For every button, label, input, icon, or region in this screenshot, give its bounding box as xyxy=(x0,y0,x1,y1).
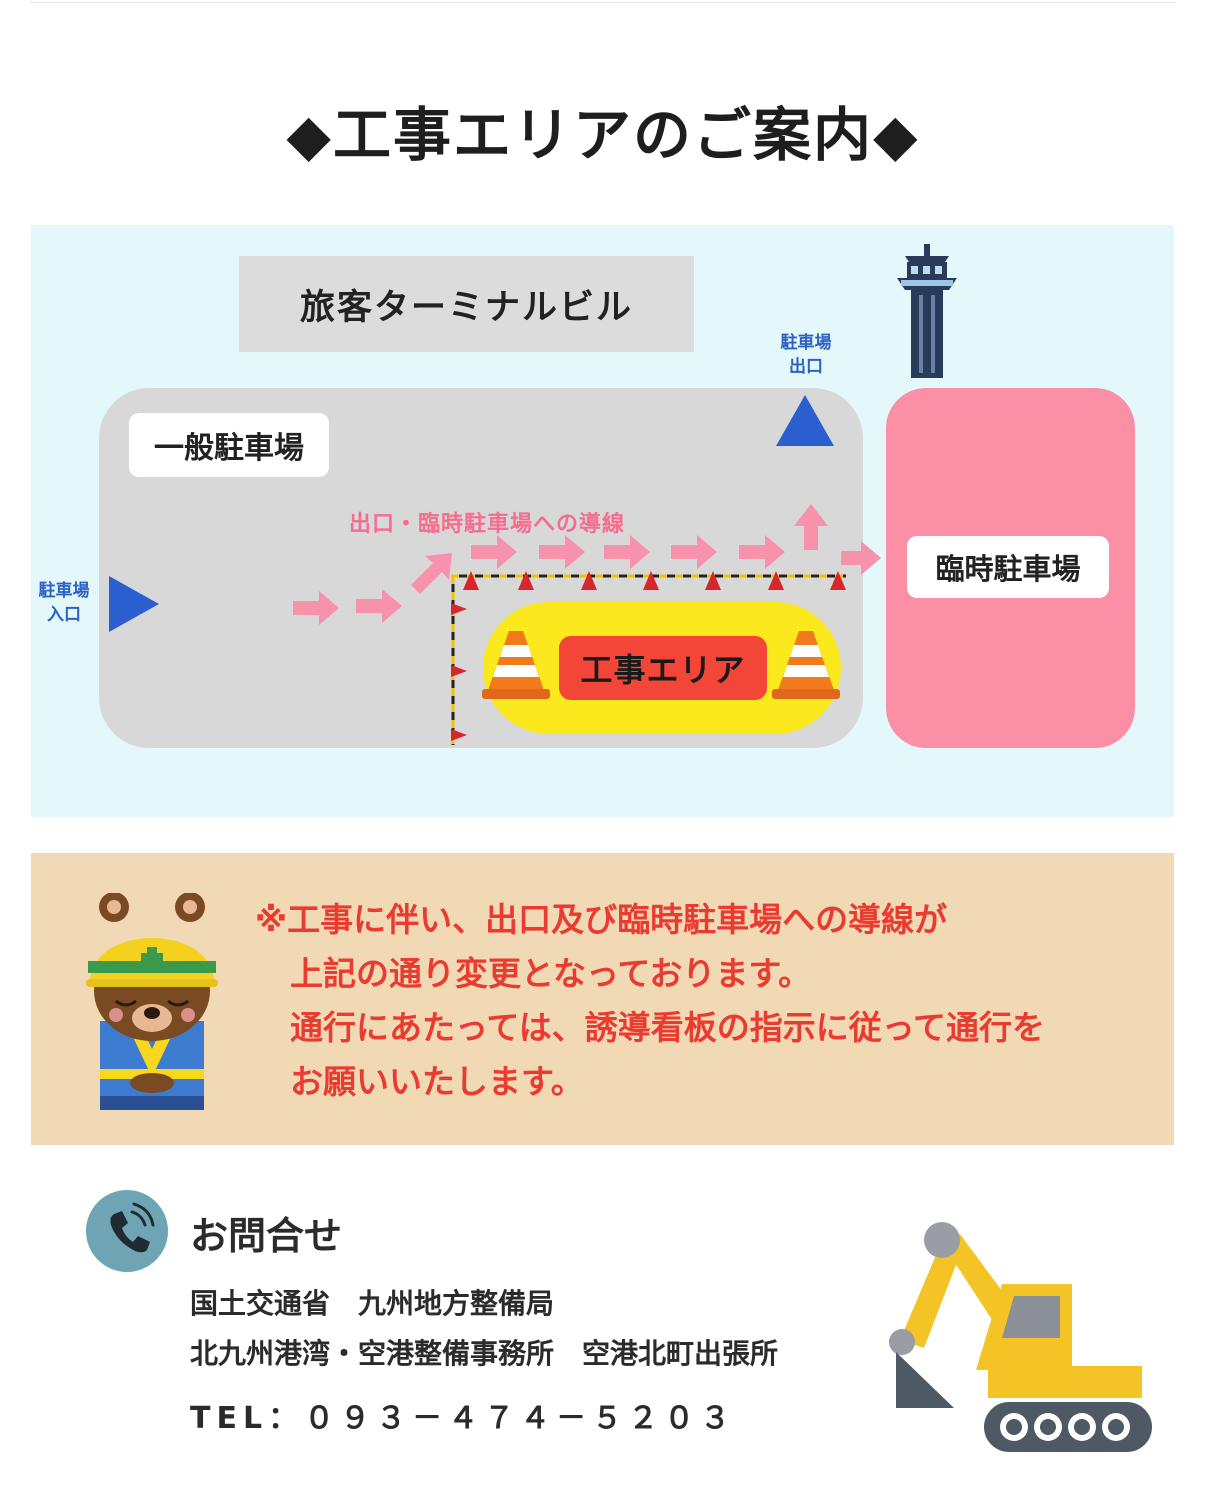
barrier-flags xyxy=(451,571,846,741)
exit-label: 駐車場 出口 xyxy=(775,331,837,379)
entrance-label-line2: 入口 xyxy=(47,605,81,625)
contact-organization: 国土交通省 九州地方整備局 xyxy=(190,1287,555,1320)
triangle-up-icon xyxy=(776,395,834,446)
phone-icon xyxy=(86,1190,168,1272)
temporary-parking-label: 臨時駐車場 xyxy=(907,536,1109,598)
terminal-building-label: 旅客ターミナルビル xyxy=(239,256,694,352)
construction-map: 旅客ターミナルビル 一般駐車場 臨時駐車場 xyxy=(31,225,1174,817)
contact-office: 北九州港湾・空港整備事務所 空港北町出張所 xyxy=(190,1337,779,1370)
traffic-cone-icon xyxy=(772,631,840,699)
phone-glyph xyxy=(110,1202,155,1253)
notice-text: ※工事に伴い、出口及び臨時駐車場への導線が 上記の通り変更となっております。 通… xyxy=(255,893,1045,1109)
map-graphics xyxy=(109,244,957,745)
exit-label-line2: 出口 xyxy=(789,357,823,377)
entrance-label-line1: 駐車場 xyxy=(38,581,90,601)
bear-worker-illustration xyxy=(86,893,218,1110)
contact-title: お問合せ xyxy=(190,1214,343,1258)
entrance-label: 駐車場 入口 xyxy=(33,579,95,627)
notice-line-1: ※工事に伴い、出口及び臨時駐車場への導線が xyxy=(255,900,948,939)
triangle-right-icon xyxy=(109,576,159,632)
general-parking-label: 一般駐車場 xyxy=(129,413,329,477)
exit-label-line1: 駐車場 xyxy=(780,333,832,353)
excavator-illustration xyxy=(889,1222,1152,1452)
construction-area-label: 工事エリア xyxy=(559,636,767,700)
notice-panel: ※工事に伴い、出口及び臨時駐車場への導線が 上記の通り変更となっております。 通… xyxy=(31,853,1174,1145)
notice-line-3: 通行にあたっては、誘導看板の指示に従って通行を xyxy=(290,1008,1046,1047)
contact-phone-number: TEL：０９３－４７４－５２０３ xyxy=(190,1401,737,1436)
page-title: ◆工事エリアのご案内◆ xyxy=(286,101,920,169)
traffic-cone-icon xyxy=(482,631,550,699)
control-tower-icon xyxy=(897,244,957,378)
notice-line-2: 上記の通り変更となっております。 xyxy=(290,954,812,993)
top-divider xyxy=(30,2,1176,3)
flow-route-label: 出口・臨時駐車場への導線 xyxy=(349,512,626,537)
notice-line-4: お願いいたします。 xyxy=(290,1062,584,1101)
flow-arrows xyxy=(293,504,881,625)
